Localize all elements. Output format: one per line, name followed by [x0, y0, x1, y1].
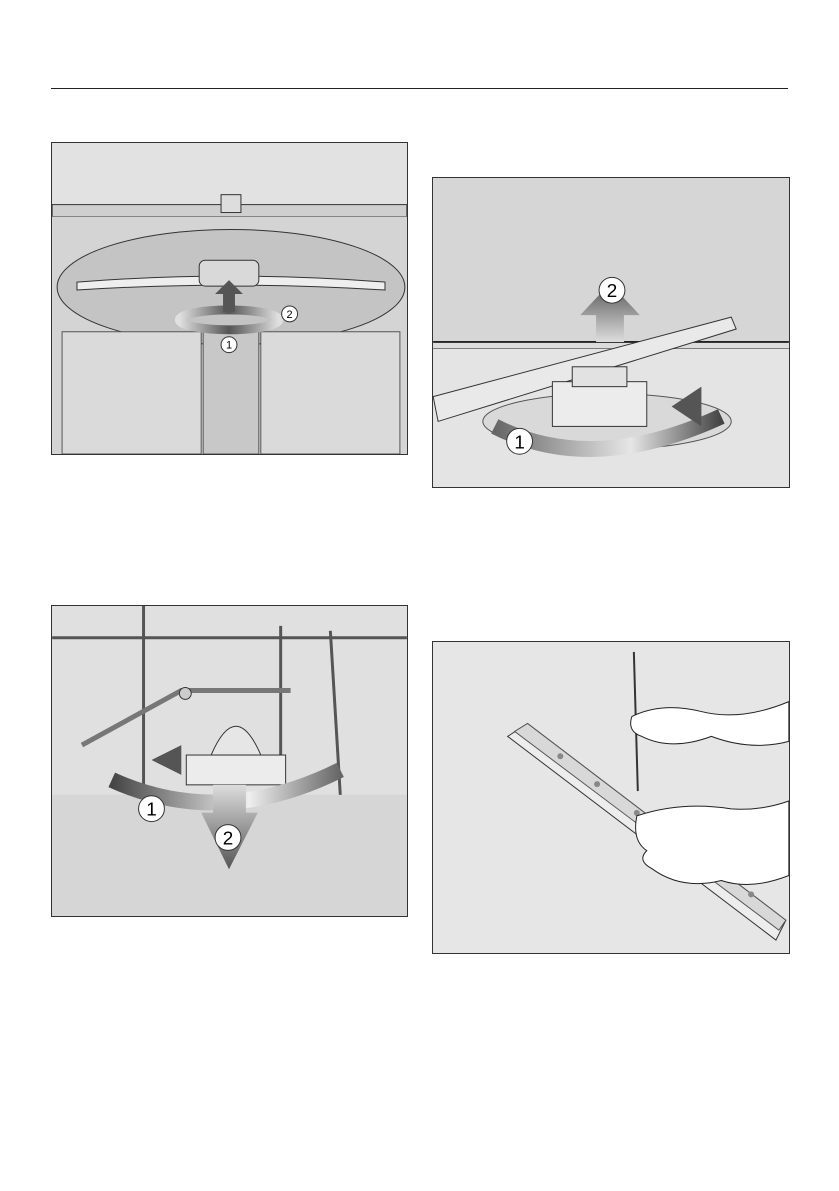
illustration-3: 1 2 — [52, 606, 407, 916]
figure-remove-spray-arm-side-view: 2 1 — [432, 177, 790, 488]
callout-1: 1 — [514, 431, 525, 452]
callout-1: 1 — [226, 340, 232, 352]
illustration-1: 1 2 — [52, 143, 407, 454]
callout-2: 2 — [223, 827, 234, 848]
header-rule — [51, 88, 788, 89]
callout-1: 1 — [146, 799, 157, 820]
illustration-4 — [433, 642, 789, 953]
figure-remove-upper-spray-arm: 1 2 — [51, 605, 408, 917]
callout-2: 2 — [607, 280, 618, 301]
illustration-2: 2 1 — [433, 178, 789, 487]
figure-remove-spray-arm-top-view: 1 2 — [51, 142, 408, 455]
figure-clean-spray-arm-nozzles — [432, 641, 790, 954]
callout-2: 2 — [287, 309, 293, 321]
